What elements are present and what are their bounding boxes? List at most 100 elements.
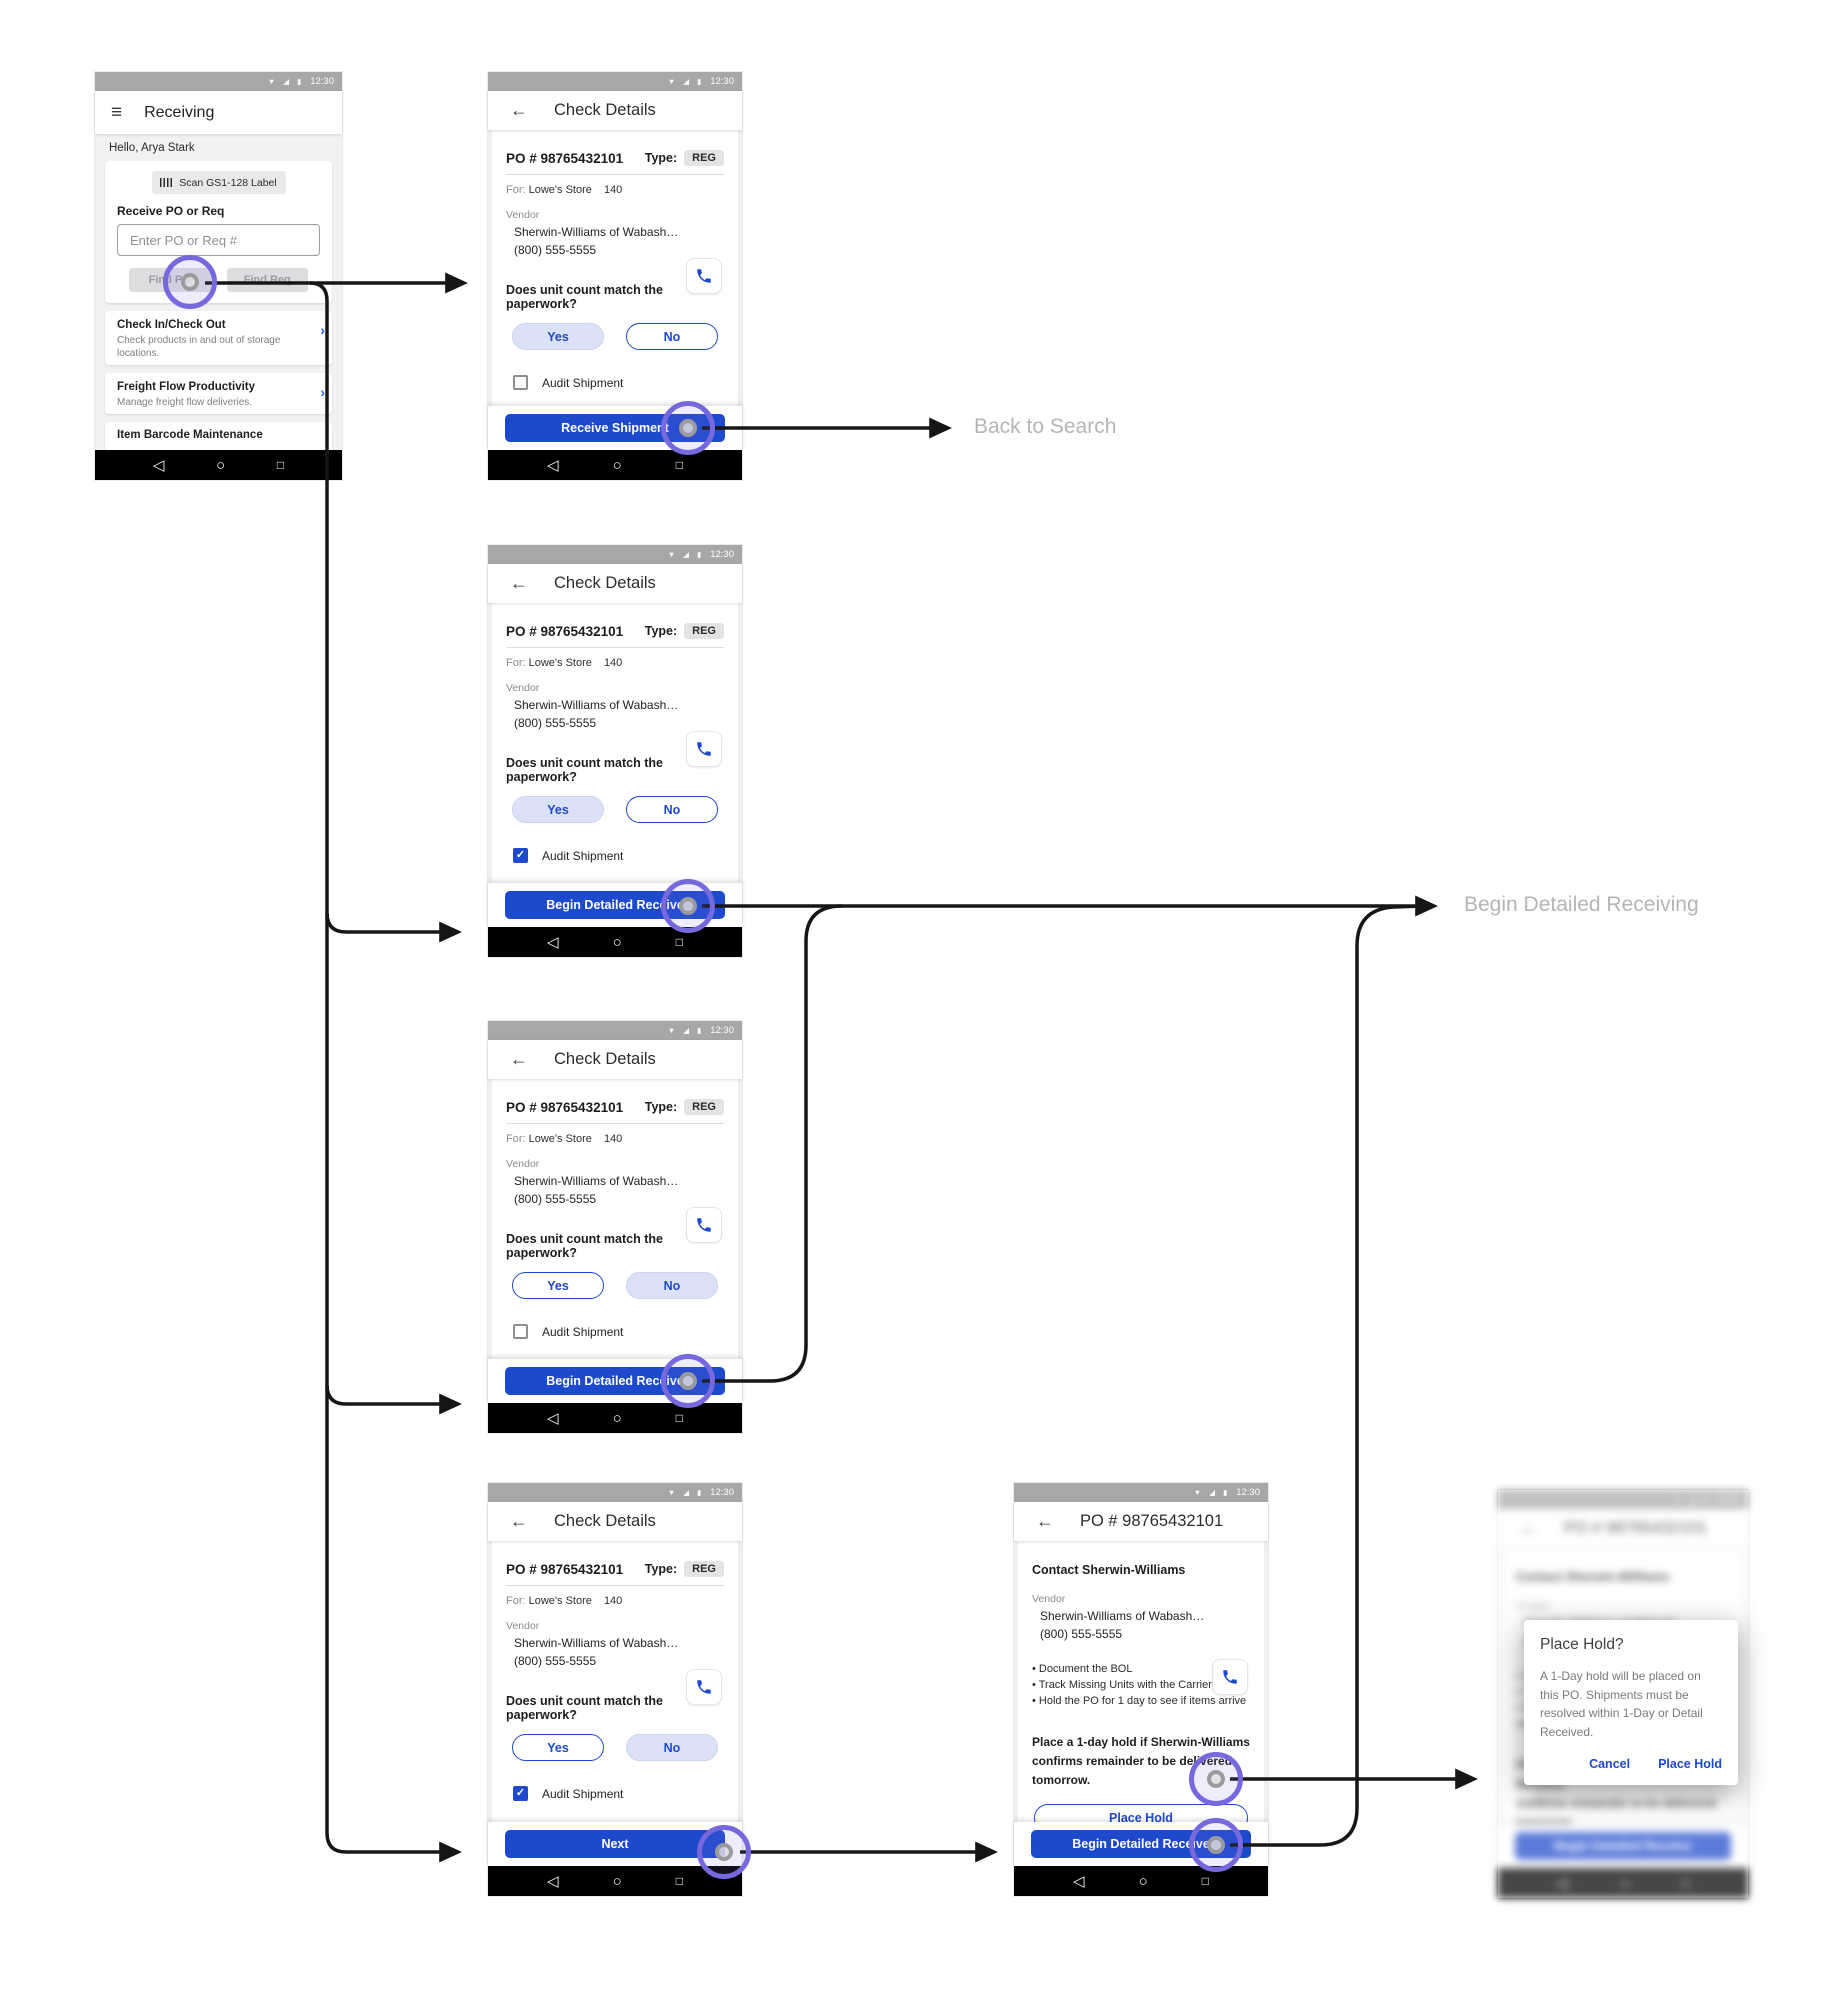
status-time: 12:30	[710, 76, 734, 87]
vendor-phone: (800) 555-5555	[514, 1654, 597, 1668]
po-req-input[interactable]	[117, 224, 320, 256]
back-arrow-icon[interactable]: ←	[510, 573, 528, 593]
hold-message: Place a 1-day hold if Sherwin-Williams c…	[1032, 1735, 1250, 1787]
status-bar: ▼ ◢ ▮ 12:30	[488, 545, 742, 564]
vendor-label: Vendor	[1032, 1593, 1066, 1605]
no-button[interactable]: No	[626, 1272, 718, 1299]
hamburger-menu-icon[interactable]: ≡	[111, 101, 123, 123]
back-arrow-icon: ←	[1520, 1518, 1538, 1538]
call-vendor-button[interactable]	[1212, 1659, 1248, 1695]
type-badge: REG	[684, 150, 724, 166]
app-bar: ← Check Details	[488, 91, 742, 130]
audit-shipment-row[interactable]: Audit Shipment	[513, 375, 724, 390]
vendor-phone: (800) 555-5555	[514, 243, 597, 257]
yes-button[interactable]: Yes	[512, 796, 604, 823]
back-arrow-icon[interactable]: ←	[510, 1049, 528, 1069]
nav-home-icon[interactable]: ○	[612, 933, 622, 951]
call-vendor-button[interactable]	[686, 731, 722, 767]
nav-back-icon[interactable]: ◁	[547, 456, 559, 474]
divider	[506, 1585, 724, 1586]
no-button[interactable]: No	[626, 796, 718, 823]
android-nav-bar: ◁ ○ □	[488, 927, 742, 957]
status-time: 12:30	[1716, 1494, 1740, 1505]
store-name: Lowe's Store	[528, 1595, 592, 1607]
tap-indicator-receive-shipment	[661, 401, 715, 455]
nav-back-icon[interactable]: ◁	[547, 1409, 559, 1427]
call-vendor-button[interactable]	[686, 1207, 722, 1243]
nav-recents-icon[interactable]: □	[675, 1874, 683, 1888]
nav-recents-icon[interactable]: □	[675, 1411, 683, 1425]
page-title: Check Details	[554, 1512, 656, 1530]
scan-gs1-label-button[interactable]: Scan GS1-128 Label	[151, 171, 286, 194]
vendor-name: Sherwin-Williams of Wabash…	[1040, 1609, 1205, 1623]
vendor-name: Sherwin-Williams of Wabash…	[514, 225, 679, 239]
audit-shipment-row[interactable]: ✓ Audit Shipment	[513, 1786, 724, 1801]
vendor-label: Vendor	[506, 1158, 540, 1170]
status-icons: ▼ ◢ ▮	[667, 77, 705, 86]
dialog-confirm-button[interactable]: Place Hold	[1658, 1757, 1722, 1772]
menu-card-check-in-out[interactable]: Check In/Check Out Check products in and…	[105, 311, 332, 365]
android-nav-bar: ◁ ○ □	[95, 450, 342, 480]
contact-heading: Contact Sherwin-Williams	[1032, 1563, 1186, 1577]
android-nav-bar: ◁ ○ □	[1014, 1866, 1268, 1896]
status-bar: ▼ ◢ ▮ 12:30	[488, 1483, 742, 1502]
audit-shipment-row[interactable]: Audit Shipment	[513, 1324, 724, 1339]
yes-button[interactable]: Yes	[512, 323, 604, 350]
no-button[interactable]: No	[626, 1734, 718, 1761]
yes-button[interactable]: Yes	[512, 1734, 604, 1761]
menu-card-freight-flow[interactable]: Freight Flow Productivity Manage freight…	[105, 373, 332, 414]
home-body: Hello, Arya Stark Scan GS1-128 Label Rec…	[95, 134, 342, 450]
screen-po-place-hold-dialog: ▼ ◢ ▮ 12:30 ← PO # 98765432101 Contact S…	[1498, 1490, 1748, 1900]
dialog-cancel-button[interactable]: Cancel	[1589, 1757, 1631, 1772]
find-req-button[interactable]: Find Req	[226, 268, 308, 292]
begin-detailed-receive-button: Begin Detailed Receive	[1515, 1832, 1731, 1860]
po-number: PO # 98765432101	[506, 623, 624, 639]
phone-icon	[697, 1680, 711, 1694]
phone-icon	[697, 742, 711, 756]
type-label: Type:	[644, 624, 678, 638]
nav-back-icon[interactable]: ◁	[1073, 1872, 1085, 1890]
nav-home-icon[interactable]: ○	[216, 456, 226, 474]
audit-checkbox[interactable]	[513, 1324, 528, 1339]
po-number: PO # 98765432101	[506, 150, 624, 166]
back-arrow-icon[interactable]: ←	[510, 1511, 528, 1531]
vendor-phone: (800) 555-5555	[514, 716, 597, 730]
nav-home-icon[interactable]: ○	[612, 1872, 622, 1890]
back-arrow-icon[interactable]: ←	[1036, 1511, 1054, 1531]
dialog-body: A 1-Day hold will be placed on this PO. …	[1540, 1669, 1703, 1739]
status-bar: ▼ ◢ ▮ 12:30	[488, 1021, 742, 1040]
back-arrow-icon[interactable]: ←	[510, 100, 528, 120]
status-bar: ▼ ◢ ▮ 12:30	[95, 72, 342, 91]
nav-back-icon[interactable]: ◁	[547, 1872, 559, 1890]
audit-shipment-row[interactable]: ✓ Audit Shipment	[513, 848, 724, 863]
nav-recents-icon[interactable]: □	[675, 935, 683, 949]
screen-check-details-receive: ▼ ◢ ▮ 12:30 ← Check Details PO # 9876543…	[488, 72, 742, 480]
no-button[interactable]: No	[626, 323, 718, 350]
store-number: 140	[603, 657, 623, 669]
nav-home-icon[interactable]: ○	[612, 1409, 622, 1427]
store-name: Lowe's Store	[528, 657, 592, 669]
audit-checkbox[interactable]: ✓	[513, 1786, 528, 1801]
nav-back-icon[interactable]: ◁	[152, 456, 165, 474]
tap-indicator-begin-detailed-2	[661, 1354, 715, 1408]
call-vendor-button[interactable]	[686, 1669, 722, 1705]
nav-home-icon[interactable]: ○	[612, 456, 622, 474]
audit-checkbox[interactable]	[513, 375, 528, 390]
label-back-to-search: Back to Search	[974, 415, 1117, 438]
call-vendor-button[interactable]	[686, 258, 722, 294]
audit-checkbox[interactable]: ✓	[513, 848, 528, 863]
nav-home-icon[interactable]: ○	[1138, 1872, 1148, 1890]
status-time: 12:30	[1236, 1487, 1260, 1498]
yes-button[interactable]: Yes	[512, 1272, 604, 1299]
nav-recents-icon[interactable]: □	[675, 458, 683, 472]
type-badge: REG	[684, 1561, 724, 1577]
page-title: Check Details	[554, 574, 656, 592]
next-button[interactable]: Next	[505, 1830, 725, 1858]
menu-card-item-barcode[interactable]: Item Barcode Maintenance	[105, 422, 332, 450]
status-time: 12:30	[310, 76, 334, 87]
nav-recents-icon[interactable]: □	[276, 458, 285, 472]
nav-back-icon[interactable]: ◁	[547, 933, 559, 951]
page-title: Check Details	[554, 1050, 656, 1068]
nav-recents-icon[interactable]: □	[1201, 1874, 1209, 1888]
